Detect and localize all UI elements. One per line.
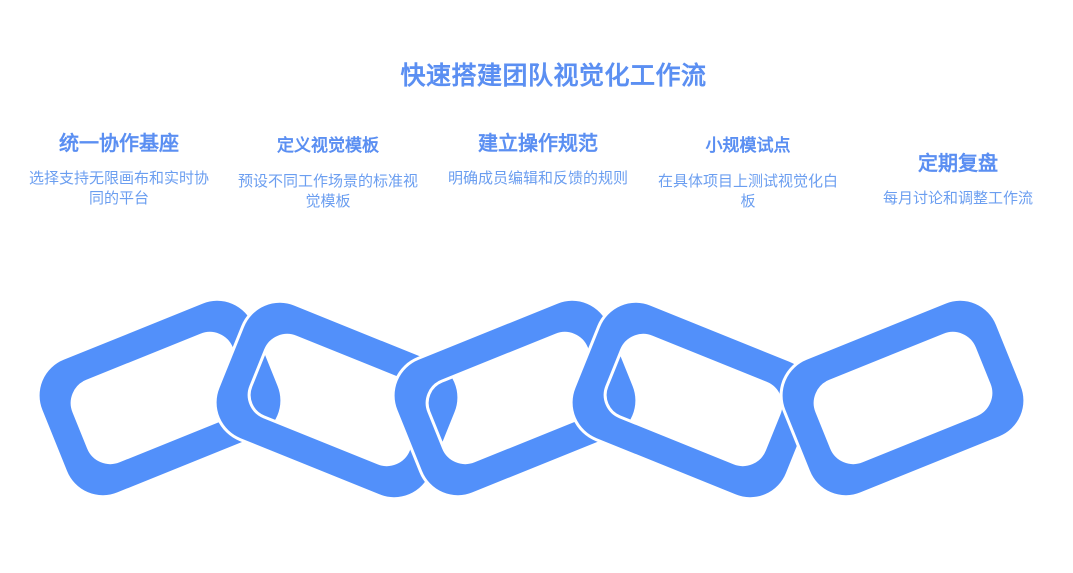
step-2-desc: 预设不同工作场景的标准视觉模板 xyxy=(237,172,418,210)
step-4-desc: 在具体项目上测试视觉化白板 xyxy=(657,172,838,210)
step-1: 统一协作基座 选择支持无限画布和实时协同的平台 xyxy=(24,130,214,208)
chain-link-5 xyxy=(779,297,1027,499)
step-2: 定义视觉模板 预设不同工作场景的标准视觉模板 xyxy=(233,133,423,211)
step-5-desc: 每月讨论和调整工作流 xyxy=(882,189,1033,207)
step-3-title: 建立操作规范 xyxy=(478,131,598,155)
step-1-title: 统一协作基座 xyxy=(59,131,179,155)
step-5-title: 定期复盘 xyxy=(918,151,998,175)
step-2-title: 定义视觉模板 xyxy=(277,136,379,156)
step-4: 小规模试点 在具体项目上测试视觉化白板 xyxy=(653,133,843,211)
step-3: 建立操作规范 明确成员编辑和反馈的规则 xyxy=(443,130,633,188)
step-5: 定期复盘 每月讨论和调整工作流 xyxy=(863,150,1053,208)
step-3-desc: 明确成员编辑和反馈的规则 xyxy=(447,169,628,187)
chain-link-shape xyxy=(779,297,1027,499)
step-4-title: 小规模试点 xyxy=(705,136,791,156)
step-1-desc: 选择支持无限画布和实时协同的平台 xyxy=(28,169,209,207)
diagram-title: 快速搭建团队视觉化工作流 xyxy=(400,61,707,90)
